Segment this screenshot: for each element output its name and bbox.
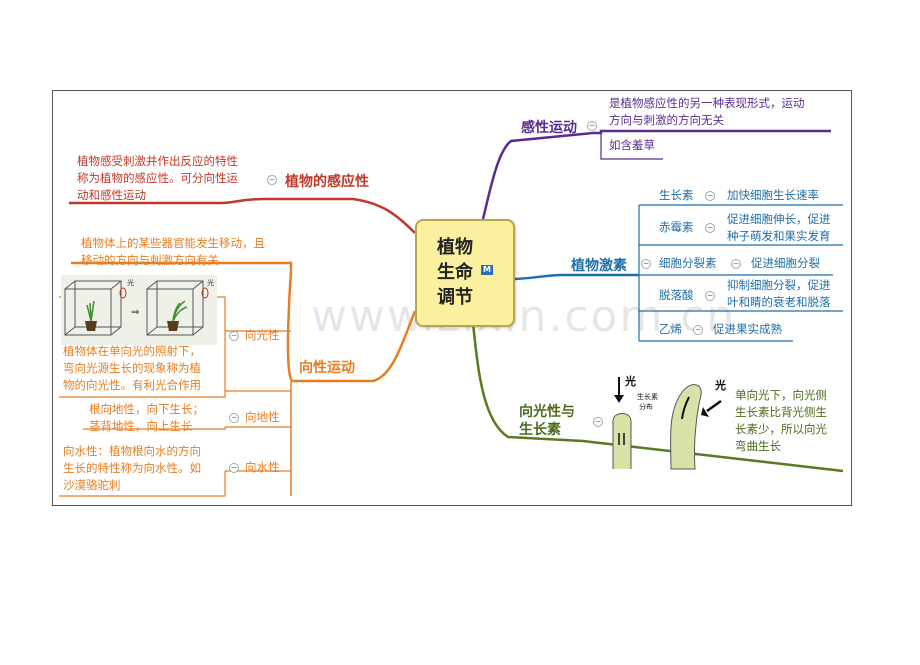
phototropism-auxin-title[interactable]: 向光性与 生长素 <box>519 403 575 439</box>
collapse-icon[interactable]: − <box>587 121 597 131</box>
center-line-3: 调节 <box>437 287 473 308</box>
nastic-line-2: 方向与刺激的方向无关 <box>609 113 724 127</box>
auxin-distribution-image: 光 生长素 分布 光 <box>612 374 726 470</box>
collapse-icon[interactable]: − <box>267 175 277 185</box>
pa-line-4: 弯曲生长 <box>735 439 781 453</box>
phototropism-description: 单向光下，向光侧 生长素比背光侧生 长素少，所以向光 弯曲生长 <box>735 387 827 455</box>
hydrotropism-label[interactable]: 向水性 <box>245 460 280 474</box>
tropism-title[interactable]: 向性运动 <box>299 360 355 376</box>
hydro-line-3: 沙漠骆驼刺 <box>63 478 121 492</box>
collapse-icon[interactable]: − <box>731 259 741 269</box>
sensitivity-title[interactable]: 植物的感应性 <box>285 174 369 190</box>
hormone-desc-gibberellin: 促进细胞伸长，促进 种子萌发和果实发育 <box>727 211 831 245</box>
hormone-desc-abscisic-acid: 抑制细胞分裂，促进 叶和睛的衰老和脱落 <box>727 277 831 311</box>
center-title: 植物 生命 调节 <box>437 235 487 310</box>
photo-line-3: 物的向光性。有利光合作用 <box>63 378 201 392</box>
gibberellin-line-1: 促进细胞伸长，促进 <box>727 212 831 226</box>
collapse-icon[interactable]: − <box>693 325 703 335</box>
connector-lines <box>59 129 844 497</box>
collapse-icon[interactable]: − <box>593 417 603 427</box>
sensitivity-line-2: 称为植物的感应性。可分向性运 <box>77 171 238 185</box>
hydrotropism-description: 向水性：植物根向水的方向 生长的特性称为向水性。如 沙漠骆驼刺 <box>63 443 201 494</box>
hormone-name-gibberellin[interactable]: 赤霉素 <box>659 220 694 234</box>
watermark: www.zixin.com.cn <box>311 291 737 342</box>
light-label: 光 <box>624 374 636 388</box>
hydro-line-2: 生长的特性称为向水性。如 <box>63 461 201 475</box>
tropism-intro-line-1: 植物体上的某些器官能发生移动，且 <box>81 236 265 250</box>
collapse-icon[interactable]: − <box>229 413 239 423</box>
light-label-2: 光 <box>207 278 214 287</box>
center-line-2: 生命 <box>437 262 473 283</box>
collapse-icon[interactable]: − <box>705 223 715 233</box>
gibberellin-line-2: 种子萌发和果实发育 <box>727 229 831 243</box>
photo-line-2: 弯向光源生长的现象称为植 <box>63 361 201 375</box>
hormone-desc-cytokinin: 促进细胞分裂 <box>751 256 820 270</box>
hormone-name-abscisic-acid[interactable]: 脱落酸 <box>659 288 694 302</box>
geo-line-2: 茎背地性，向上生长 <box>89 419 193 433</box>
photo-auxin-title-line-1: 向光性与 <box>519 404 575 420</box>
collapse-icon[interactable]: − <box>229 331 239 341</box>
photo-auxin-title-line-2: 生长素 <box>519 422 561 438</box>
hormones-title[interactable]: 植物激素 <box>571 258 627 274</box>
geotropism-description: 根向地性，向下生长； 茎背地性，向上生长 <box>89 401 204 435</box>
sensitivity-line-1: 植物感受刺激并作出反应的特性 <box>77 154 238 168</box>
pa-line-2: 生长素比背光侧生 <box>735 405 827 419</box>
collapse-icon[interactable]: − <box>705 291 715 301</box>
hydro-line-1: 向水性：植物根向水的方向 <box>63 444 201 458</box>
center-line-1: 植物 <box>437 237 473 258</box>
sensitivity-line-3: 动和感性运动 <box>77 188 146 202</box>
arrow-icon: ⇒ <box>131 307 139 318</box>
phototropism-label[interactable]: 向光性 <box>245 328 280 342</box>
hormone-name-ethylene[interactable]: 乙烯 <box>659 322 682 336</box>
light-label: 光 <box>714 378 726 392</box>
geotropism-label[interactable]: 向地性 <box>245 410 280 424</box>
hormone-desc-ethylene: 促进果实成熟 <box>713 322 782 336</box>
tropism-intro-line-2: 移动的方向与刺激方向有关 <box>81 253 219 267</box>
hormone-name-cytokinin[interactable]: 细胞分裂素 <box>659 256 717 270</box>
auxin-label-1: 生长素 <box>637 392 658 401</box>
hormone-name-auxin[interactable]: 生长素 <box>659 188 694 202</box>
abscisic-line-1: 抑制细胞分裂，促进 <box>727 278 831 292</box>
sensitivity-description: 植物感受刺激并作出反应的特性 称为植物的感应性。可分向性运 动和感性运动 <box>77 153 238 204</box>
collapse-icon[interactable]: − <box>229 463 239 473</box>
light-label-1: 光 <box>127 278 134 287</box>
nastic-example: 如含羞草 <box>609 138 655 152</box>
nastic-description: 是植物感应性的另一种表现形式，运动 方向与刺激的方向无关 <box>609 95 805 129</box>
center-node[interactable]: 植物 生命 调节 M <box>415 219 515 327</box>
nastic-line-1: 是植物感应性的另一种表现形式，运动 <box>609 96 805 110</box>
auxin-label-2: 分布 <box>639 402 653 411</box>
geo-line-1: 根向地性，向下生长； <box>89 402 204 416</box>
pa-line-1: 单向光下，向光侧 <box>735 388 827 402</box>
collapse-icon[interactable]: − <box>641 259 651 269</box>
phototropism-description: 植物体在单向光的照射下， 弯向光源生长的现象称为植 物的向光性。有利光合作用 <box>63 343 201 394</box>
photo-line-1: 植物体在单向光的照射下， <box>63 344 201 358</box>
collapse-icon[interactable]: − <box>705 191 715 201</box>
tropism-intro: 植物体上的某些器官能发生移动，且 移动的方向与刺激方向有关 <box>81 235 265 269</box>
mindmap-badge-icon: M <box>481 265 493 275</box>
abscisic-line-2: 叶和睛的衰老和脱落 <box>727 295 831 309</box>
nastic-title[interactable]: 感性运动 <box>521 120 577 136</box>
mindmap-canvas: www.zixin.com.cn 植物 生命 调节 <box>52 90 852 506</box>
phototropism-experiment-image: 光 ⇒ 光 <box>61 275 217 345</box>
hormone-desc-auxin: 加快细胞生长速率 <box>727 188 819 202</box>
pa-line-3: 长素少，所以向光 <box>735 422 827 436</box>
